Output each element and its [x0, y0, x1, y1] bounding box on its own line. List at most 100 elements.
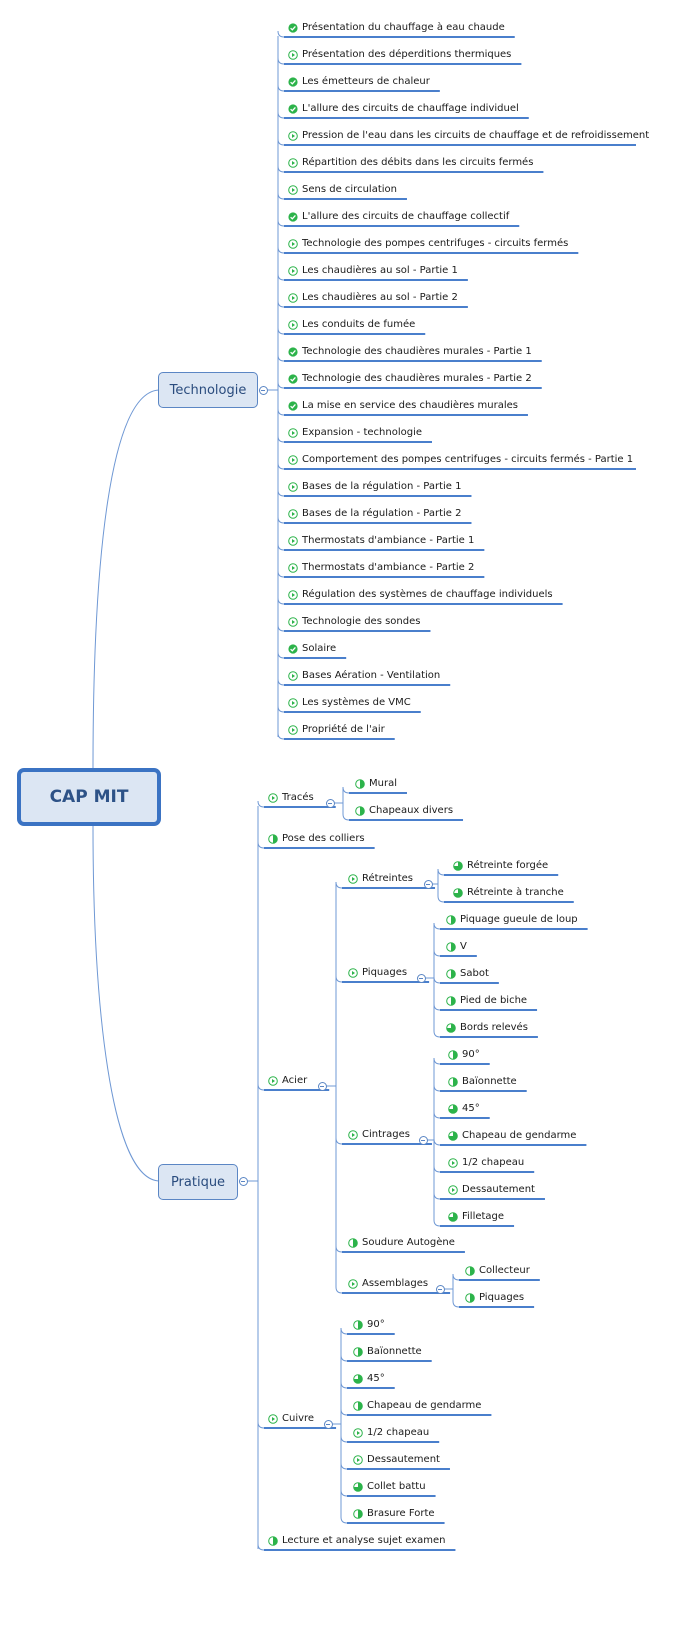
pratique-topic-3[interactable]: Cuivre [268, 1412, 314, 1427]
acier-topic-2[interactable]: Cintrages [348, 1128, 410, 1143]
cuivre-topic-1[interactable]: Baïonnette [353, 1345, 422, 1360]
topic-label: 1/2 chapeau [367, 1427, 430, 1438]
cintrages-topic-4[interactable]: 1/2 chapeau [448, 1156, 524, 1171]
cintrages-topic-0[interactable]: 90° [448, 1048, 480, 1063]
tech-topic-0[interactable]: Présentation du chauffage à eau chaude [288, 21, 505, 36]
tech-topic-14[interactable]: La mise en service des chaudières murale… [288, 399, 518, 414]
play-circle-icon [288, 725, 298, 735]
topic-label: Les chaudières au sol - Partie 2 [302, 292, 458, 303]
collapse-piquages-button[interactable] [416, 973, 426, 983]
connector-curve [433, 1030, 441, 1038]
tech-topic-2[interactable]: Les émetteurs de chaleur [288, 75, 430, 90]
acier-topic-0[interactable]: Rétreintes [348, 872, 413, 887]
tech-topic-5[interactable]: Répartition des débits dans les circuits… [288, 156, 533, 171]
tech-topic-10[interactable]: Les chaudières au sol - Partie 2 [288, 291, 458, 306]
tech-topic-23[interactable]: Solaire [288, 642, 336, 657]
pratique-topic-2[interactable]: Acier [268, 1074, 307, 1089]
cintrages-topic-2[interactable]: 45° [448, 1102, 480, 1117]
tech-topic-11[interactable]: Les conduits de fumée [288, 318, 415, 333]
tech-topic-18[interactable]: Bases de la régulation - Partie 2 [288, 507, 461, 522]
play-circle-icon [288, 293, 298, 303]
branch-pratique[interactable]: Pratique [158, 1164, 238, 1200]
pratique-topic-0[interactable]: Tracés [268, 791, 314, 806]
retreintes-topic-0[interactable]: Rétreinte forgée [453, 859, 548, 874]
collapse-acier-button[interactable] [317, 1081, 327, 1091]
tech-topic-21[interactable]: Régulation des systèmes de chauffage ind… [288, 588, 553, 603]
tech-topic-9[interactable]: Les chaudières au sol - Partie 1 [288, 264, 458, 279]
collapse-retreintes-button[interactable] [423, 879, 433, 889]
tech-topic-25[interactable]: Les systèmes de VMC [288, 696, 411, 711]
acier-topic-4[interactable]: Assemblages [348, 1277, 428, 1292]
piquages-topic-4[interactable]: Bords relevés [446, 1021, 528, 1036]
topic-label: Dessautement [462, 1184, 535, 1195]
cuivre-topic-4[interactable]: 1/2 chapeau [353, 1426, 429, 1441]
tech-topic-20[interactable]: Thermostats d'ambiance - Partie 2 [288, 561, 474, 576]
cuivre-topic-5[interactable]: Dessautement [353, 1453, 440, 1468]
connector-curve [452, 1300, 460, 1308]
pratique-topic-4[interactable]: Lecture et analyse sujet examen [268, 1534, 445, 1549]
tech-topic-6[interactable]: Sens de circulation [288, 183, 397, 198]
connector-curve [342, 786, 350, 794]
collapse-traces-button[interactable] [325, 798, 335, 808]
traces-topic-0[interactable]: Mural [355, 777, 397, 792]
tech-topic-12[interactable]: Technologie des chaudières murales - Par… [288, 345, 532, 360]
cintrages-topic-1[interactable]: Baïonnette [448, 1075, 517, 1090]
play-circle-icon [288, 617, 298, 627]
cuivre-topic-0[interactable]: 90° [353, 1318, 385, 1333]
connector-curve [277, 111, 285, 119]
acier-topic-3[interactable]: Soudure Autogène [348, 1236, 455, 1251]
topic-label: Comportement des pompes centrifuges - ci… [302, 454, 634, 465]
cuivre-topic-6[interactable]: Collet battu [353, 1480, 426, 1495]
topic-label: Dessautement [367, 1454, 440, 1465]
collapse-cintrages-button[interactable] [418, 1135, 428, 1145]
cintrages-topic-3[interactable]: Chapeau de gendarme [448, 1129, 576, 1144]
piquages-topic-1[interactable]: V [446, 940, 467, 955]
connector-curve [277, 489, 285, 497]
cintrages-topic-6[interactable]: Filletage [448, 1210, 504, 1225]
retreintes-topic-1[interactable]: Rétreinte à tranche [453, 886, 564, 901]
connector-curve [342, 813, 350, 821]
connector-curve [257, 800, 265, 808]
topic-label: Les chaudières au sol - Partie 1 [302, 265, 458, 276]
collapse-assemblages-button[interactable] [435, 1284, 445, 1294]
tech-topic-4[interactable]: Pression de l'eau dans les circuits de c… [288, 129, 649, 144]
piquages-topic-0[interactable]: Piquage gueule de loup [446, 913, 578, 928]
tech-topic-19[interactable]: Thermostats d'ambiance - Partie 1 [288, 534, 474, 549]
tech-topic-16[interactable]: Comportement des pompes centrifuges - ci… [288, 453, 633, 468]
tech-topic-17[interactable]: Bases de la régulation - Partie 1 [288, 480, 461, 495]
tech-topic-7[interactable]: L'allure des circuits de chauffage colle… [288, 210, 509, 225]
topic-label: 45° [462, 1103, 480, 1114]
piquages-topic-3[interactable]: Pied de biche [446, 994, 527, 1009]
traces-topic-1[interactable]: Chapeaux divers [355, 804, 453, 819]
play-circle-icon [268, 1414, 278, 1424]
cuivre-topic-7[interactable]: Brasure Forte [353, 1507, 435, 1522]
assemblages-topic-0[interactable]: Collecteur [465, 1264, 530, 1279]
tech-topic-1[interactable]: Présentation des déperditions thermiques [288, 48, 511, 63]
topic-label: Régulation des systèmes de chauffage ind… [302, 589, 553, 600]
cuivre-topic-3[interactable]: Chapeau de gendarme [353, 1399, 481, 1414]
assemblages-topic-1[interactable]: Piquages [465, 1291, 524, 1306]
cuivre-topic-2[interactable]: 45° [353, 1372, 385, 1387]
root-node[interactable]: CAP MIT [17, 768, 161, 826]
acier-topic-1[interactable]: Piquages [348, 966, 407, 981]
collapse-cuivre-button[interactable] [323, 1419, 333, 1429]
tech-topic-13[interactable]: Technologie des chaudières murales - Par… [288, 372, 532, 387]
tech-topic-8[interactable]: Technologie des pompes centrifuges - cir… [288, 237, 568, 252]
topic-label: Thermostats d'ambiance - Partie 2 [302, 562, 475, 573]
tech-topic-24[interactable]: Bases Aération - Ventilation [288, 669, 440, 684]
tech-topic-22[interactable]: Technologie des sondes [288, 615, 420, 630]
connector-curve [340, 1381, 348, 1389]
tech-topic-3[interactable]: L'allure des circuits de chauffage indiv… [288, 102, 519, 117]
connector-curve [433, 922, 441, 930]
tech-topic-15[interactable]: Expansion - technologie [288, 426, 422, 441]
branch-technologie[interactable]: Technologie [158, 372, 258, 408]
half-circle-icon [355, 779, 365, 789]
collapse-technologie-button[interactable] [258, 385, 268, 395]
tech-topic-26[interactable]: Propriété de l'air [288, 723, 385, 738]
connector-curve [335, 1245, 343, 1253]
collapse-pratique-button[interactable] [238, 1176, 248, 1186]
pratique-topic-1[interactable]: Pose des colliers [268, 832, 365, 847]
piquages-topic-2[interactable]: Sabot [446, 967, 489, 982]
topic-label: Répartition des débits dans les circuits… [302, 157, 534, 168]
cintrages-topic-5[interactable]: Dessautement [448, 1183, 535, 1198]
